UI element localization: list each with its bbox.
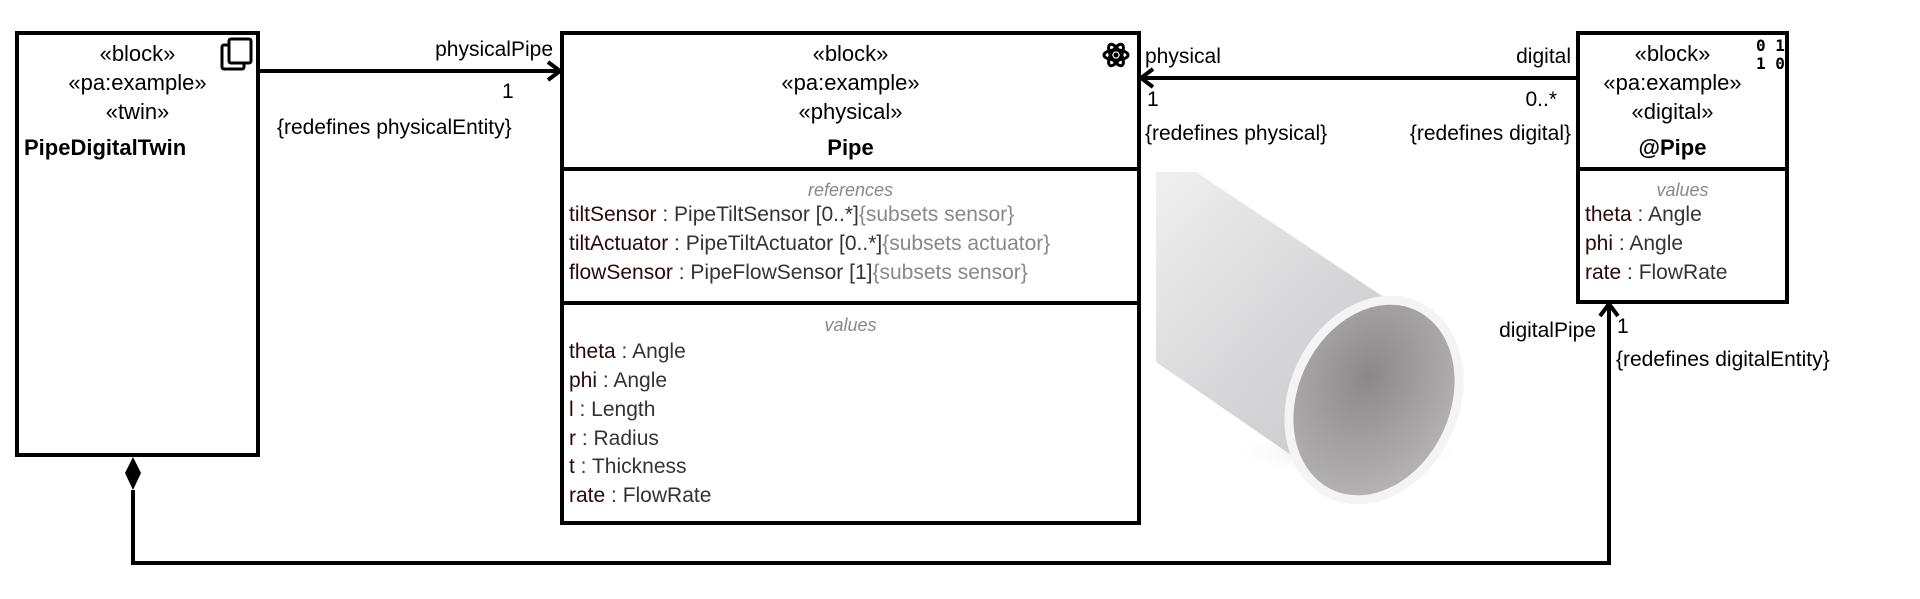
- value-row[interactable]: l : Length: [569, 396, 655, 424]
- constraint-physical-pipe: {redefines physicalEntity}: [277, 116, 512, 139]
- value-row[interactable]: phi : Angle: [1585, 230, 1683, 258]
- stereotype-physical: «physical»: [798, 99, 903, 124]
- binary-icon: 0 1 1 0: [1756, 37, 1785, 73]
- stereotype-pa-example: «pa:example»: [68, 70, 207, 95]
- block-name: PipeDigitalTwin: [24, 135, 187, 160]
- property-type: : Angle: [1631, 203, 1702, 226]
- composition-diamond: [125, 457, 141, 490]
- compartment-label-values: values: [824, 315, 877, 335]
- value-row[interactable]: t : Thickness: [569, 453, 687, 481]
- property-name: rate: [1585, 261, 1622, 284]
- arrowhead: [1137, 67, 1155, 89]
- multiplicity-physical: 1: [1147, 88, 1159, 111]
- property-name: t: [569, 455, 575, 478]
- stereotype-pa-example: «pa:example»: [1603, 70, 1742, 95]
- block-name: Pipe: [827, 135, 874, 160]
- property-type: : Length: [573, 398, 656, 421]
- property-type: : Angle: [597, 369, 668, 392]
- role-physical: physical: [1145, 45, 1221, 68]
- block-pipe-digital-twin[interactable]: «block» «pa:example» «twin» PipeDigitalT…: [15, 31, 260, 457]
- block-pipe[interactable]: «block» «pa:example» «physical» Pipe ref…: [560, 31, 1141, 525]
- property-type: : Angle: [615, 340, 686, 363]
- property-type: : PipeFlowSensor [1]: [672, 261, 873, 284]
- value-row[interactable]: rate : FlowRate: [569, 482, 711, 510]
- role-physical-pipe: physicalPipe: [435, 38, 553, 61]
- property-type: : Radius: [576, 427, 659, 450]
- compartment-label-references: references: [807, 180, 894, 200]
- constraint-physical: {redefines physical}: [1145, 122, 1328, 145]
- property-name: tiltActuator: [569, 232, 669, 255]
- reference-row[interactable]: flowSensor : PipeFlowSensor [1]{subsets …: [569, 259, 1028, 287]
- property-type: : FlowRate: [605, 484, 712, 507]
- multiplicity-digital-pipe: 1: [1617, 315, 1629, 338]
- property-constraint: {subsets sensor}: [872, 261, 1028, 284]
- constraint-digital-pipe: {redefines digitalEntity}: [1616, 348, 1830, 371]
- stereotype-block: «block»: [99, 41, 176, 66]
- value-row[interactable]: phi : Angle: [569, 367, 667, 395]
- atom-icon: [1102, 42, 1130, 68]
- property-type: : PipeTiltSensor [0..*]: [656, 203, 859, 226]
- binary-icon-line: 0 1: [1756, 36, 1785, 55]
- property-name: phi: [1585, 232, 1614, 255]
- property-type: : Angle: [1613, 232, 1684, 255]
- property-name: rate: [569, 484, 606, 507]
- value-row[interactable]: theta : Angle: [1585, 201, 1702, 229]
- reference-row[interactable]: tiltSensor : PipeTiltSensor [0..*]{subse…: [569, 201, 1014, 229]
- multiplicity-physical-pipe: 1: [502, 80, 514, 103]
- value-row[interactable]: theta : Angle: [569, 338, 686, 366]
- property-type: : FlowRate: [1621, 261, 1728, 284]
- stereotype-block: «block»: [812, 41, 889, 66]
- property-name: theta: [569, 340, 616, 363]
- property-constraint: {subsets sensor}: [858, 203, 1015, 226]
- arrowhead: [1598, 300, 1620, 318]
- composition-twin-digital[interactable]: [131, 304, 1611, 565]
- property-type: : PipeTiltActuator [0..*]: [668, 232, 883, 255]
- copy-icon: [220, 37, 253, 71]
- pipe-image: [1156, 172, 1466, 505]
- stereotype-twin: «twin»: [105, 99, 170, 124]
- multiplicity-digital: 0..*: [1525, 88, 1557, 111]
- binary-icon-line: 1 0: [1756, 54, 1785, 73]
- block-name: @Pipe: [1638, 135, 1707, 160]
- stereotype-pa-example: «pa:example»: [781, 70, 920, 95]
- property-name: r: [569, 427, 576, 450]
- property-type: : Thickness: [574, 455, 687, 478]
- property-name: l: [569, 398, 574, 421]
- compartment-label-values: values: [1656, 180, 1709, 200]
- property-name: tiltSensor: [569, 203, 657, 226]
- block-digital-pipe[interactable]: «block» «pa:example» «digital» @Pipe 0 1…: [1576, 31, 1789, 304]
- reference-row[interactable]: tiltActuator : PipeTiltActuator [0..*]{s…: [569, 230, 1050, 258]
- property-constraint: {subsets actuator}: [882, 232, 1051, 255]
- stereotype-digital: «digital»: [1631, 99, 1714, 124]
- role-digital-pipe: digitalPipe: [1499, 319, 1596, 342]
- stereotype-block: «block»: [1634, 41, 1711, 66]
- property-name: flowSensor: [569, 261, 673, 284]
- compartment-divider: [1580, 167, 1785, 171]
- property-name: phi: [569, 369, 598, 392]
- compartment-divider: [564, 301, 1137, 305]
- value-row[interactable]: rate : FlowRate: [1585, 259, 1727, 287]
- compartment-divider: [564, 167, 1137, 171]
- constraint-digital: {redefines digital}: [1409, 122, 1571, 145]
- role-digital: digital: [1516, 45, 1571, 68]
- property-name: theta: [1585, 203, 1632, 226]
- value-row[interactable]: r : Radius: [569, 425, 659, 453]
